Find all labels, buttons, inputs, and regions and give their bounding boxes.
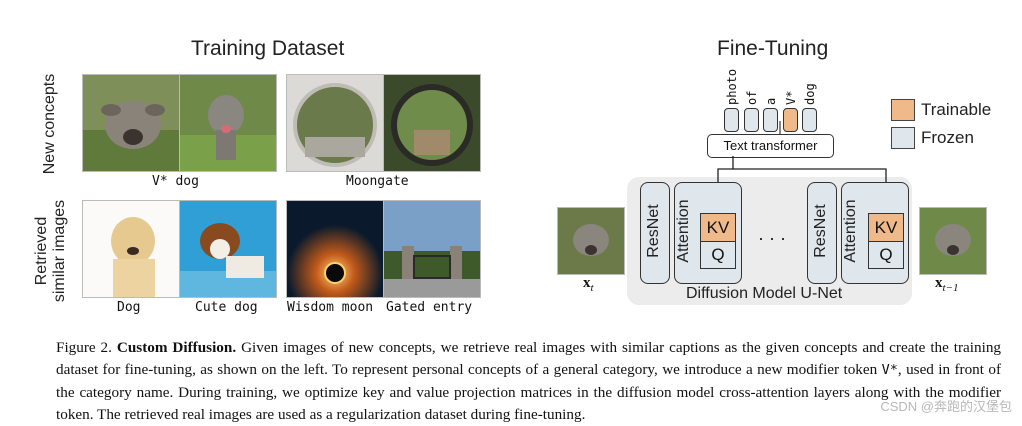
golden-retriever-graphic <box>83 201 179 297</box>
caption-gated-entry: Gated entry <box>386 300 473 315</box>
watermark: CSDN @奔跑的汉堡包 <box>880 399 1012 414</box>
xt1-label: xt−1 <box>935 275 958 294</box>
gated-entry-graphic <box>384 201 480 297</box>
q-box-right: Q <box>868 241 904 269</box>
denoised-output-image <box>919 207 987 275</box>
q-label-right: Q <box>879 245 893 264</box>
dog-photo-2-graphic <box>180 75 276 171</box>
q-label-left: Q <box>711 245 725 264</box>
text-transformer-box: Text transformer <box>707 134 834 158</box>
caption-moongate: Moongate <box>346 174 409 189</box>
resnet-label-left: ResNet <box>645 204 662 258</box>
eclipse-moon-photo <box>286 200 384 298</box>
token-box-3 <box>782 108 798 132</box>
text-transformer-label: Text transformer <box>723 138 818 153</box>
xt1-symbol: x <box>935 275 943 291</box>
caption-text-2: , used in front of the category name. Du… <box>56 361 1002 423</box>
kv-label-left: KV <box>706 218 730 237</box>
attention-label-left: Attention <box>675 199 692 263</box>
xt-symbol: x <box>583 275 591 291</box>
caption-label: Figure 2. <box>56 339 112 356</box>
kv-box-right: KV <box>868 213 904 243</box>
noisy-input-graphic <box>558 208 624 274</box>
resnet-block-left <box>640 182 670 284</box>
legend-frozen-label: Frozen <box>921 128 974 147</box>
moongate-photo-1-graphic <box>287 75 383 171</box>
unet-label: Diffusion Model U-Net <box>686 285 843 302</box>
beagle-puppy-graphic <box>180 201 276 297</box>
dog-photo-2 <box>179 74 277 172</box>
caption-bold-title: Custom Diffusion. <box>116 339 237 356</box>
figure-caption: Figure 2. Custom Diffusion. Given images… <box>56 337 1001 426</box>
noisy-input-image <box>557 207 625 275</box>
fine-tuning-title: Fine-Tuning <box>717 37 829 60</box>
caption-dog: Dog <box>117 300 141 315</box>
ellipsis: · · · <box>758 228 786 248</box>
gated-entry-photo <box>383 200 481 298</box>
token-box-2 <box>763 108 778 132</box>
beagle-puppy-photo <box>179 200 277 298</box>
eclipse-moon-graphic <box>287 201 383 297</box>
resnet-block-right <box>807 182 837 284</box>
moongate-photo-2-graphic <box>384 75 480 171</box>
caption-cute-dog: Cute dog <box>195 300 258 315</box>
attention-label-right: Attention <box>842 199 859 263</box>
xt1-subscript: t−1 <box>942 282 959 294</box>
legend-trainable-swatch <box>891 99 915 121</box>
training-dataset-title: Training Dataset <box>191 37 345 60</box>
moongate-photo-2 <box>383 74 481 172</box>
caption-v-dog: V* dog <box>152 174 199 189</box>
kv-box-left: KV <box>700 213 736 243</box>
caption-text-1: Given images of new concepts, we retriev… <box>56 339 1002 379</box>
legend-frozen-swatch <box>891 127 915 149</box>
golden-retriever-photo <box>82 200 180 298</box>
legend-trainable-label: Trainable <box>921 100 992 119</box>
token-box-4 <box>802 108 817 132</box>
kv-label-right: KV <box>874 218 898 237</box>
token-box-1 <box>743 108 759 132</box>
caption-token: V* <box>881 362 898 379</box>
resnet-label-right: ResNet <box>812 204 829 258</box>
xt-label: xt <box>583 275 594 294</box>
moongate-photo-1 <box>286 74 384 172</box>
dog-photo-1-graphic <box>83 75 179 171</box>
q-box-left: Q <box>700 241 736 269</box>
caption-wisdom-moon: Wisdom moon <box>287 300 374 315</box>
dog-photo-1 <box>82 74 180 172</box>
xt-subscript: t <box>590 282 594 294</box>
denoised-output-graphic <box>920 208 986 274</box>
token-box-0 <box>724 108 739 132</box>
